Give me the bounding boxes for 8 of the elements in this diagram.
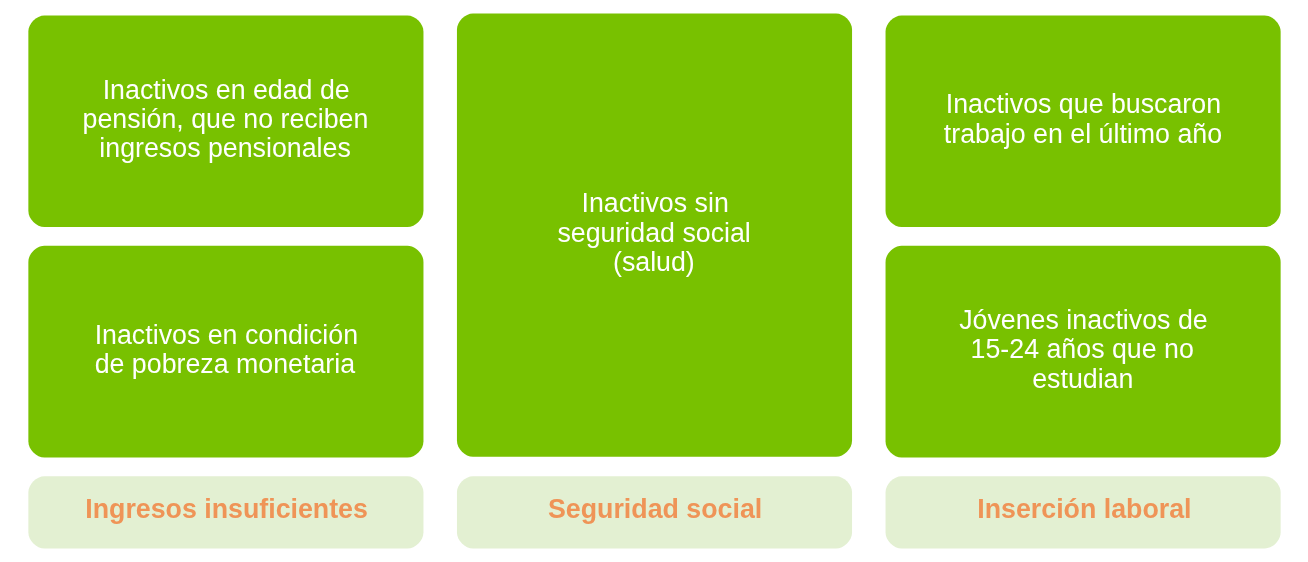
- node-box: Inserción laboral: [885, 476, 1281, 549]
- node-box: Seguridad social: [456, 476, 852, 549]
- node-box: Ingresos insuficientes: [27, 476, 423, 549]
- node-box: Jóvenes inactivos de 15-24 años que no estudian: [885, 245, 1281, 458]
- node-box: Inactivos en condición de pobreza monetaria: [27, 245, 423, 458]
- node-box: Inactivos sin seguridad social (salud): [456, 13, 852, 457]
- node-box: Inactivos en edad de pensión, que no reciben ingresos pensionales: [27, 15, 423, 228]
- node-box: Inactivos que buscaron trabajo en el último año: [885, 15, 1281, 228]
